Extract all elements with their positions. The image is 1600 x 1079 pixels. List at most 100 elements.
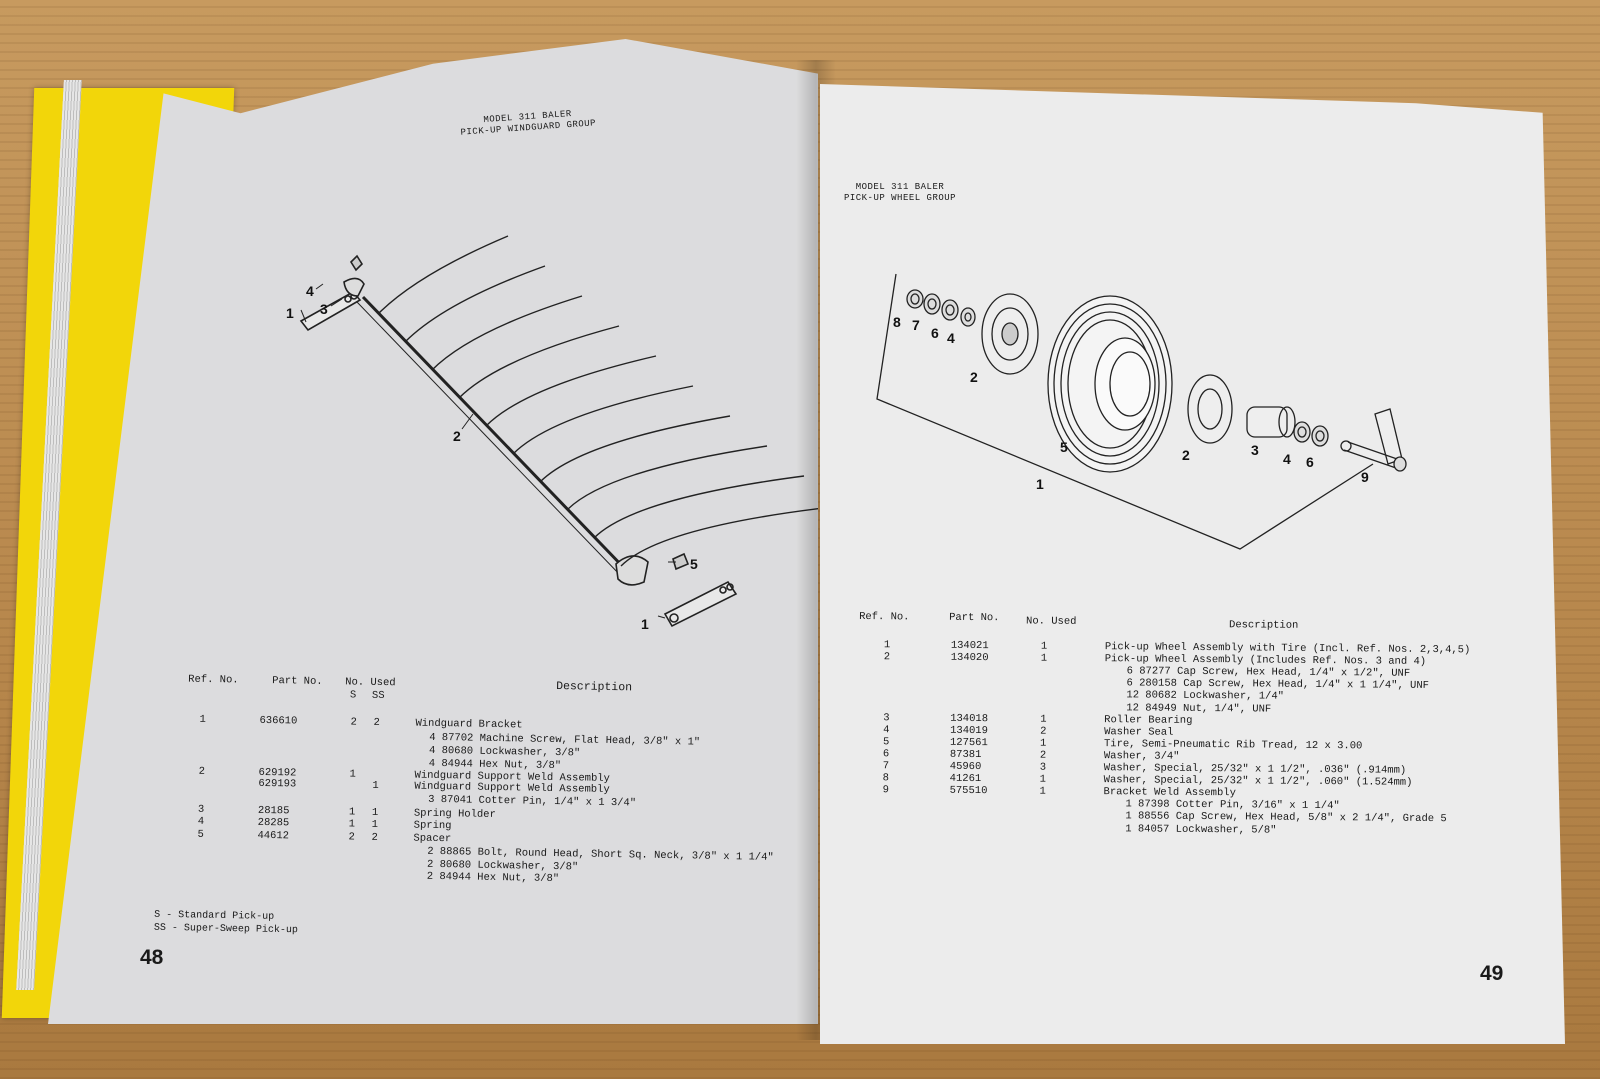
callout-3: 3 — [1251, 442, 1259, 458]
row-part: 87381 — [949, 748, 982, 761]
windguard-diagram: 1 4 3 2 5 1 — [286, 235, 818, 632]
windguard-tine — [458, 325, 620, 399]
row-description: 3 87041 Cotter Pin, 1/4" x 1 3/4" — [428, 793, 637, 810]
windguard-tine — [485, 355, 657, 427]
row-used-s: 1 — [348, 806, 356, 819]
callout-5: 5 — [690, 556, 698, 572]
left-legend: S - Standard Pick-up SS - Super-Sweep Pi… — [154, 909, 298, 938]
callout-5: 5 — [1060, 439, 1068, 455]
row-used-s: 1 — [349, 768, 356, 781]
row-ref: 1 — [199, 713, 206, 726]
right-table-header: Ref. No. Part No. No. Used Description — [859, 611, 1549, 632]
row-ref: 3 — [197, 803, 205, 816]
callout-1: 1 — [1036, 476, 1044, 492]
callout-3: 3 — [320, 301, 328, 317]
windguard-tine — [512, 385, 694, 455]
windguard-tine — [566, 445, 768, 511]
callout-9: 9 — [1361, 469, 1369, 485]
callout-6: 6 — [931, 325, 939, 341]
left-page: MODEL 311 BALER PICK-UP WINDGUARD GROUP — [48, 38, 818, 1024]
row-description: Spacer — [413, 832, 452, 846]
row-used-s: 2 — [350, 716, 357, 729]
row-description: Windguard Bracket — [415, 717, 523, 732]
row-used: 2 — [1040, 725, 1047, 738]
row-description: 1 84057 Lockwasher, 5/8" — [1125, 822, 1277, 837]
right-page-heading: MODEL 311 BALER PICK-UP WHEEL GROUP — [820, 182, 980, 204]
row-part: 134020 — [950, 651, 989, 665]
row-part: 44612 — [257, 829, 290, 843]
row-used-ss: 2 — [371, 831, 378, 844]
row-part: 45960 — [949, 760, 982, 774]
row-used: 1 — [1040, 640, 1048, 653]
callout-1b: 1 — [641, 616, 649, 632]
row-description: Spring — [413, 819, 452, 833]
row-description: 12 84949 Nut, 1/4", UNF — [1126, 701, 1272, 716]
windguard-tine — [593, 475, 805, 539]
row-part: 134019 — [950, 724, 988, 737]
row-ref: 5 — [882, 736, 890, 749]
row-ref: 6 — [882, 748, 890, 761]
row-ref: 1 — [883, 639, 891, 652]
r-header-part: Part No. — [949, 611, 1000, 625]
row-ref: 8 — [882, 772, 890, 785]
r-header-ref: Ref. No. — [859, 610, 910, 624]
legend-super-sweep: SS - Super-Sweep Pick-up — [153, 922, 299, 937]
callout-7: 7 — [912, 317, 920, 333]
header-ref: Ref. No. — [188, 673, 239, 687]
windguard-tine — [431, 295, 583, 371]
row-used: 1 — [1039, 785, 1046, 798]
callout-4b: 4 — [1283, 451, 1291, 467]
row-ref: 4 — [883, 723, 890, 736]
callout-1a: 1 — [286, 305, 294, 321]
page-number-49: 49 — [1480, 962, 1504, 985]
row-part: 41261 — [949, 772, 982, 786]
callout-4: 4 — [306, 283, 314, 299]
header-used: No. Used — [345, 676, 396, 690]
row-description: Washer, 3/4" — [1103, 750, 1180, 763]
callout-2: 2 — [453, 428, 461, 444]
row-used: 1 — [1040, 652, 1048, 665]
row-part: 28185 — [257, 804, 290, 818]
left-parts-table: Ref. No. Part No. No. Used S SS Descript… — [184, 674, 808, 945]
row-ref: 2 — [883, 651, 891, 664]
right-page-subtitle: PICK-UP WHEEL GROUP — [843, 193, 957, 203]
header-s: S — [349, 689, 357, 702]
windguard-tine — [539, 415, 731, 483]
row-ref: 3 — [883, 711, 890, 724]
row-used-ss: 1 — [371, 806, 379, 819]
row-used: 1 — [1040, 713, 1047, 726]
windguard-tine — [377, 235, 509, 315]
row-part: 134021 — [950, 639, 989, 653]
row-part: 636610 — [259, 714, 298, 728]
windguard-tine — [620, 505, 818, 567]
row-part: 134018 — [950, 712, 989, 725]
row-part: 575510 — [949, 784, 988, 798]
windguard-tine — [404, 265, 546, 343]
row-part: 629193 — [258, 777, 297, 791]
header-desc: Description — [556, 680, 633, 695]
row-used-ss: 1 — [371, 818, 379, 831]
left-table-header: Ref. No. Part No. No. Used S SS Descript… — [188, 673, 808, 702]
right-page-title: MODEL 311 BALER — [855, 182, 945, 192]
callout-2a: 2 — [970, 369, 978, 385]
wheel-diagram: 8 7 6 4 2 5 2 3 4 6 9 1 — [876, 273, 1407, 550]
row-part: 127561 — [949, 736, 988, 749]
page-number-48: 48 — [140, 946, 164, 969]
row-ref: 9 — [882, 784, 889, 797]
row-used-ss: 1 — [372, 779, 379, 792]
row-used: 2 — [1039, 749, 1047, 762]
row-part: 28285 — [257, 816, 290, 830]
row-used-s: 1 — [348, 818, 356, 831]
header-part: Part No. — [272, 675, 323, 688]
r-header-used: No. Used — [1026, 615, 1077, 628]
r-header-desc: Description — [1228, 619, 1299, 632]
right-parts-table: Ref. No. Part No. No. Used Description 1… — [857, 611, 1549, 877]
row-ref: 5 — [197, 828, 204, 841]
callout-6b: 6 — [1306, 454, 1314, 470]
callout-8: 8 — [893, 314, 901, 330]
row-used-ss: 2 — [373, 716, 380, 729]
row-used: 1 — [1039, 773, 1047, 786]
row-used: 3 — [1039, 761, 1047, 774]
row-description: Washer Seal — [1104, 725, 1174, 739]
header-ss: SS — [371, 689, 385, 703]
